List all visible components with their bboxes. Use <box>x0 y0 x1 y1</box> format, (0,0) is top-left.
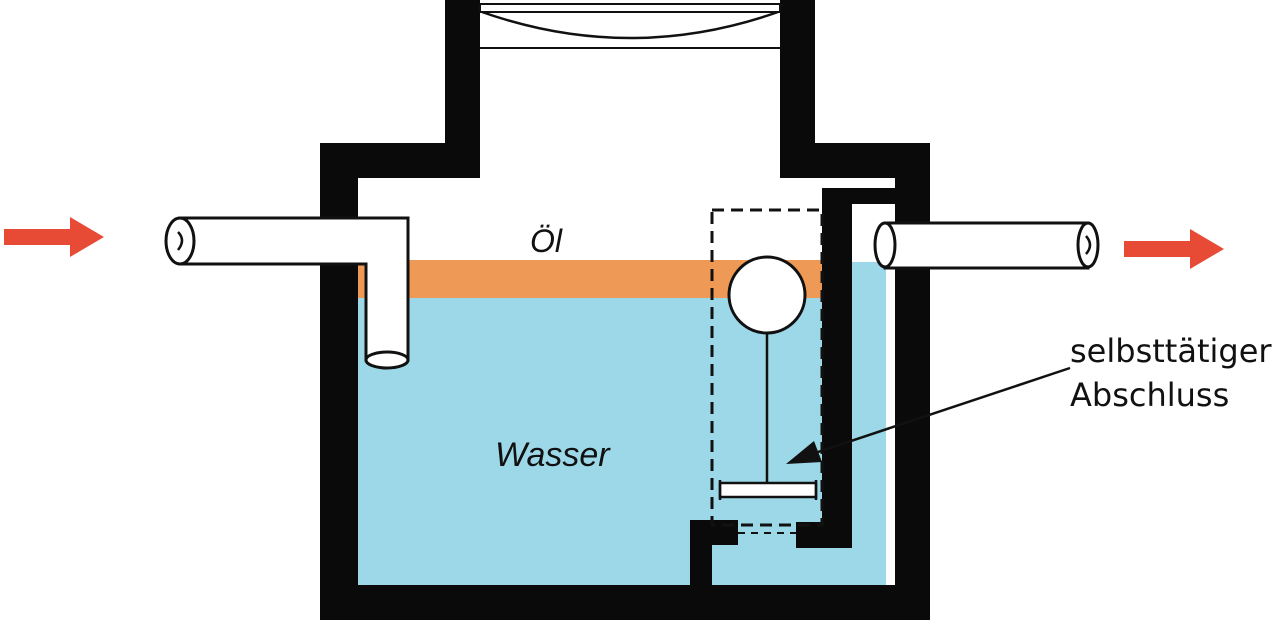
valve-label-line1: selbsttätiger <box>1070 332 1272 370</box>
inlet-pipe <box>164 216 410 370</box>
outflow-arrow-icon <box>1124 229 1224 269</box>
manhole-cover <box>479 3 781 49</box>
valve-label-line2: Abschluss <box>1070 376 1229 414</box>
baffle-top <box>822 188 895 204</box>
tank-wall <box>320 0 930 620</box>
outlet-channel-wall <box>822 188 852 548</box>
closure-seat-left <box>690 520 738 586</box>
closure-disk <box>718 481 818 499</box>
outlet-pipe <box>873 221 1100 270</box>
float-guide-cage <box>710 208 824 527</box>
inflow-arrow-icon <box>4 217 104 257</box>
oil-label: Öl <box>530 223 563 259</box>
callout-arrow <box>786 366 1071 464</box>
outlet-channel-water <box>852 262 886 585</box>
water-label: Wasser <box>495 436 611 474</box>
float-ball-icon <box>727 255 807 335</box>
